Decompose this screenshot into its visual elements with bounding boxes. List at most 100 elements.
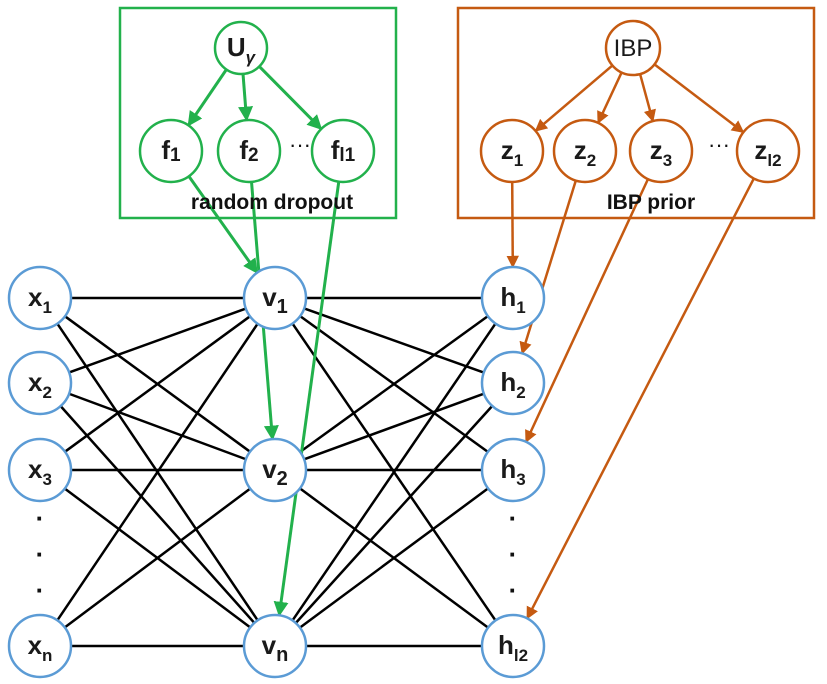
input-vertical-dots: · · · [36, 503, 45, 605]
node-x3: x3 [7, 437, 73, 503]
arrow-z4-h4 [526, 177, 756, 620]
node-z3: z3 [628, 118, 694, 184]
arrow-z2-h2 [519, 179, 578, 355]
node-ibp-circle [604, 19, 662, 77]
node-v3: vn [242, 613, 308, 679]
arrow-ibp-z1 [534, 63, 615, 132]
node-h2-label: h2 [500, 367, 525, 402]
node-z1-label: z1 [501, 135, 523, 170]
node-h4: hl2 [480, 613, 546, 679]
arrow-ibp-z2 [596, 71, 624, 125]
node-x2-label: x2 [28, 367, 52, 402]
node-x4-circle [7, 613, 73, 679]
node-z2-label: z2 [574, 135, 596, 170]
node-x3-circle [7, 437, 73, 503]
dropout-ellipsis: ··· [289, 132, 311, 157]
node-x1: x1 [7, 265, 73, 331]
node-z3-label: z3 [650, 135, 672, 170]
node-f3-label: fl1 [331, 135, 356, 166]
node-x4: xn [7, 613, 73, 679]
node-f3-circle [310, 118, 376, 184]
arrow-u-f3 [258, 65, 323, 131]
arrow-ibp-z4 [652, 62, 745, 134]
svg-text:·: · [36, 503, 45, 533]
node-u-gamma: Uγ [213, 20, 269, 76]
node-f2-label: f2 [239, 135, 258, 166]
node-z2: z2 [552, 118, 618, 184]
svg-text:·: · [509, 539, 518, 569]
node-z1: z1 [479, 118, 545, 184]
node-z4-circle [735, 118, 801, 184]
node-f2: f2 [216, 118, 282, 184]
node-ibp-label: IBP [614, 35, 653, 62]
node-x1-circle [7, 265, 73, 331]
node-f1-label: f1 [161, 135, 181, 166]
node-h2: h2 [480, 350, 546, 416]
ibp-prior-caption: IBP prior [607, 191, 695, 214]
node-x2-circle [7, 350, 73, 416]
node-z1-circle [479, 118, 545, 184]
node-f1-circle [138, 118, 204, 184]
dropout-box [118, 6, 398, 220]
node-z4: zl2 [735, 118, 801, 184]
node-f1: f1 [138, 118, 204, 184]
node-z2-circle [552, 118, 618, 184]
node-u-gamma-label: Uγ [227, 32, 257, 67]
arrow-u-f1 [187, 68, 228, 127]
edge-x4-v2 [64, 487, 251, 629]
arrow-f3-vn [273, 180, 341, 617]
edge-v2-h1 [299, 315, 489, 453]
output-vertical-dots: · · · [509, 503, 518, 605]
node-v1-label: v1 [262, 282, 288, 318]
node-h3-label: h3 [500, 454, 525, 489]
node-h1: h1 [480, 265, 546, 331]
node-u-gamma-circle [213, 20, 269, 76]
edge-x2-v1 [68, 307, 247, 374]
edge-v3-h2 [294, 405, 494, 624]
arrow-z3-h3 [524, 177, 650, 444]
edge-v3-h3 [299, 487, 489, 629]
svg-text:·: · [36, 575, 45, 605]
node-z4-label: zl2 [754, 135, 781, 170]
edge-v2-h2 [303, 392, 485, 461]
node-v2-circle [242, 437, 308, 503]
node-v2: v2 [242, 437, 308, 503]
node-x3-label: x3 [28, 454, 52, 489]
arrow-u-f2 [238, 73, 254, 122]
node-v2-label: v2 [262, 454, 288, 490]
dropout-caption: random dropout [191, 191, 353, 214]
node-z3-circle [628, 118, 694, 184]
node-x4-label: xn [28, 630, 53, 665]
node-h3: h3 [480, 437, 546, 503]
node-h4-label: hl2 [498, 630, 528, 665]
arrow-f1-v1 [187, 174, 259, 274]
node-v1-circle [242, 265, 308, 331]
node-v3-circle [242, 613, 308, 679]
svg-text:·: · [36, 539, 45, 569]
node-h2-circle [480, 350, 546, 416]
edge-x3-v1 [64, 315, 251, 453]
ibp-prior-box [456, 6, 816, 220]
node-ibp: IBP [604, 19, 662, 77]
svg-text:·: · [509, 503, 518, 533]
edge-x4-v1 [56, 322, 259, 622]
node-x1-label: x1 [28, 282, 52, 317]
ibp-edges [506, 62, 756, 620]
node-h4-circle [480, 613, 546, 679]
node-x2: x2 [7, 350, 73, 416]
edge-x2-v3 [59, 405, 256, 624]
node-v3-label: vn [262, 630, 289, 666]
arrow-z1-h1 [506, 180, 519, 269]
node-h1-label: h1 [500, 282, 525, 317]
node-f3: fl1 [310, 118, 376, 184]
node-h1-circle [480, 265, 546, 331]
network-edges [56, 296, 497, 648]
edge-v1-h2 [303, 307, 485, 374]
ibp-ellipsis: ··· [708, 132, 730, 157]
edge-x2-v2 [68, 392, 247, 461]
node-v1: v1 [242, 265, 308, 331]
arrow-ibp-z3 [638, 72, 656, 123]
node-h3-circle [480, 437, 546, 503]
edge-v3-h1 [291, 322, 497, 622]
